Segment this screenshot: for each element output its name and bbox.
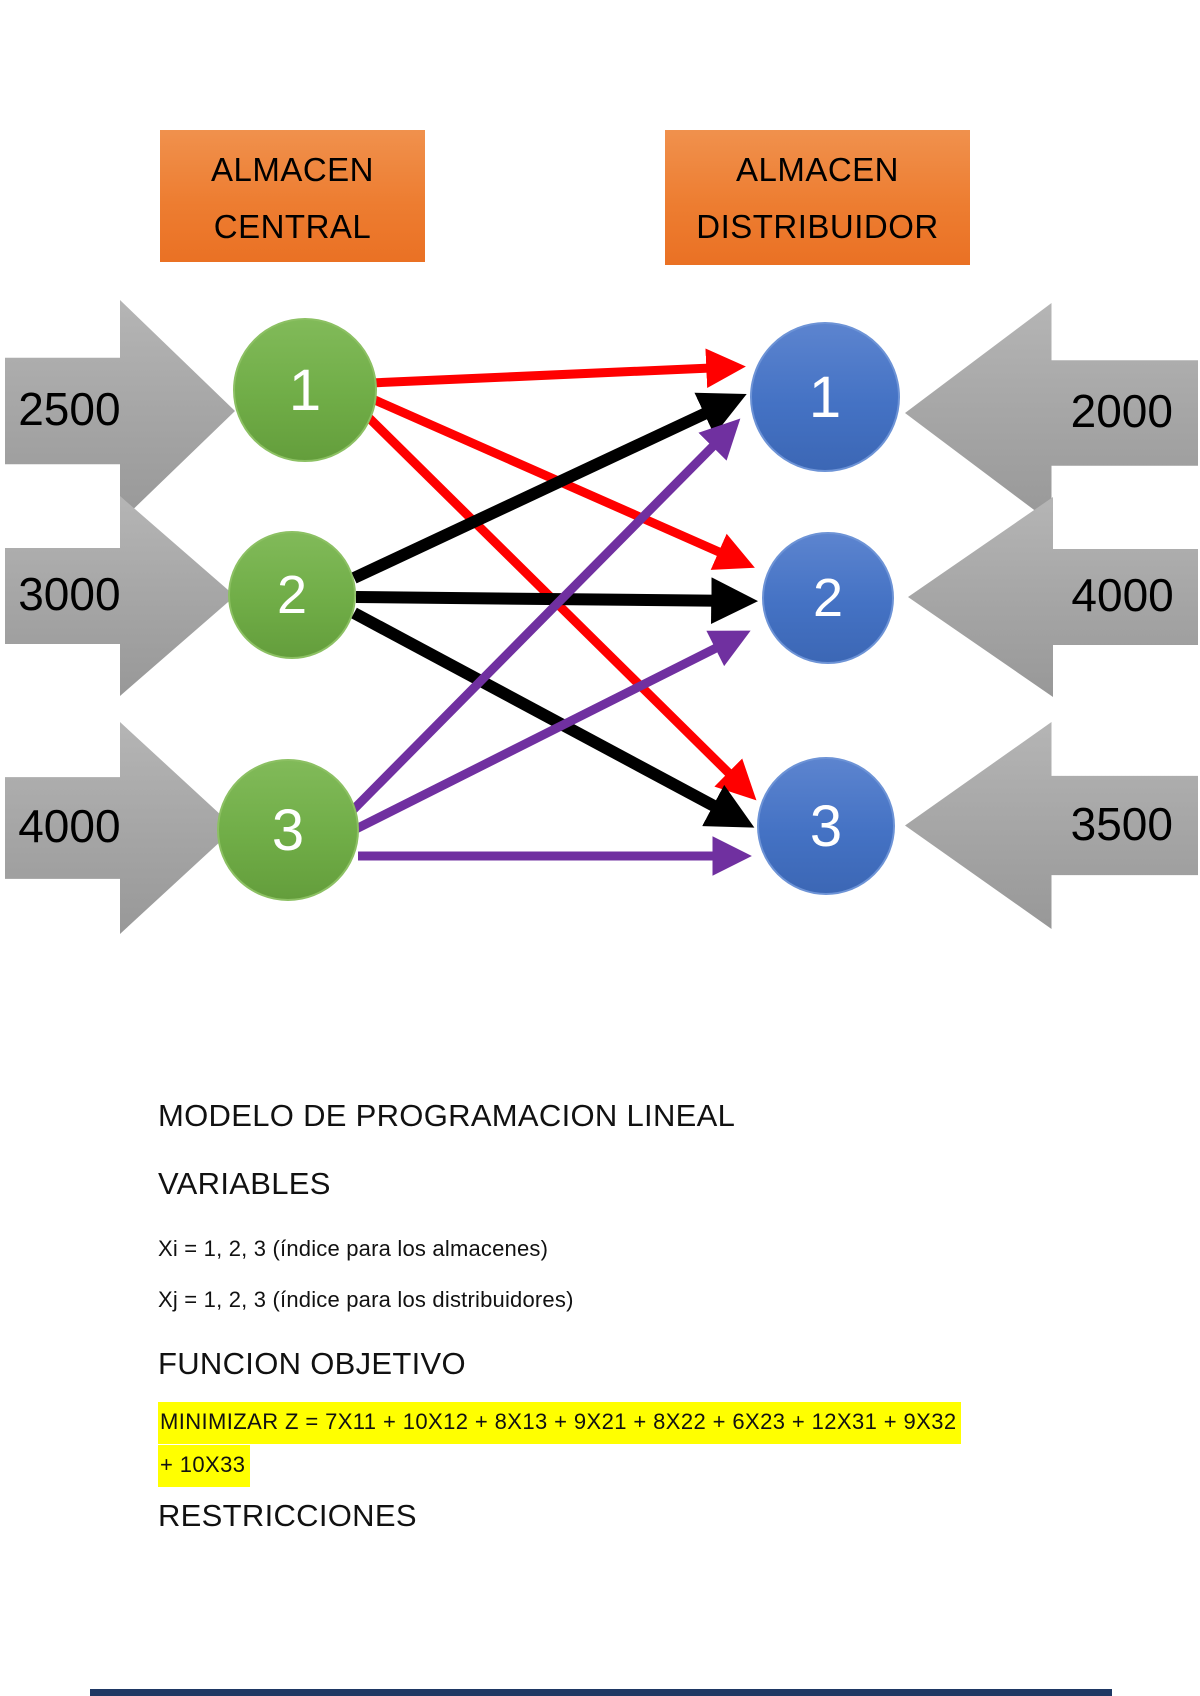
variables-heading: VARIABLES (158, 1166, 331, 1201)
central-node-2: 2 (228, 531, 356, 659)
cropped-table-top-edge (90, 1689, 1112, 1696)
restrictions-heading: RESTRICCIONES (158, 1498, 417, 1533)
central-warehouse-header-line2: CENTRAL (213, 208, 372, 245)
central-warehouse-header-line1: ALMACEN (210, 151, 375, 188)
objective-function-highlight: MINIMIZAR Z = 7X11 + 10X12 + 8X13 + 9X21… (158, 1402, 962, 1488)
edge-c3-d1 (346, 418, 741, 817)
supply-value-1: 2500 (18, 382, 121, 435)
central-node-1: 1 (233, 318, 377, 462)
objective-function-line2: + 10X33 (158, 1445, 251, 1487)
objective-function-heading: FUNCION OBJETIVO (158, 1346, 466, 1381)
flow-edges-canvas (346, 348, 759, 876)
distributor-node-2: 2 (762, 532, 894, 664)
edge-c2-d1 (351, 392, 747, 584)
lp-model-title: MODELO DE PROGRAMACION LINEAL (158, 1098, 736, 1133)
central-node-1-label: 1 (288, 357, 322, 423)
edge-c2-d3 (351, 607, 755, 828)
edge-c1-d1 (369, 348, 746, 388)
central-node-3-label: 3 (271, 797, 305, 863)
distributor-node-2-label: 2 (812, 568, 844, 628)
central-node-2-label: 2 (276, 565, 308, 625)
objective-function-line1: MINIMIZAR Z = 7X11 + 10X12 + 8X13 + 9X21… (158, 1402, 962, 1444)
central-warehouse-header: ALMACEN CENTRAL (160, 130, 425, 262)
demand-value-3: 3500 (1070, 797, 1173, 850)
variable-j-definition: Xj = 1, 2, 3 (índice para los distribuid… (158, 1287, 574, 1312)
distributor-warehouse-header-line2: DISTRIBUIDOR (696, 208, 939, 245)
supply-value-2: 3000 (18, 567, 121, 620)
central-node-3: 3 (217, 759, 359, 901)
distributor-node-3-label: 3 (809, 793, 843, 859)
demand-value-2: 4000 (1071, 568, 1174, 621)
supply-value-3: 4000 (18, 799, 121, 852)
distributor-node-1-label: 1 (808, 364, 842, 430)
edge-c3-d2 (349, 630, 751, 836)
variable-i-definition: Xi = 1, 2, 3 (índice para los almacenes) (158, 1236, 549, 1261)
demand-value-1: 2000 (1070, 384, 1173, 437)
distributor-warehouse-header-line1: ALMACEN (735, 151, 900, 188)
distributor-node-1: 1 (750, 322, 900, 472)
edge-c2-d2 (355, 577, 759, 625)
distributor-node-3: 3 (757, 757, 895, 895)
distributor-warehouse-header: ALMACEN DISTRIBUIDOR (665, 130, 970, 265)
